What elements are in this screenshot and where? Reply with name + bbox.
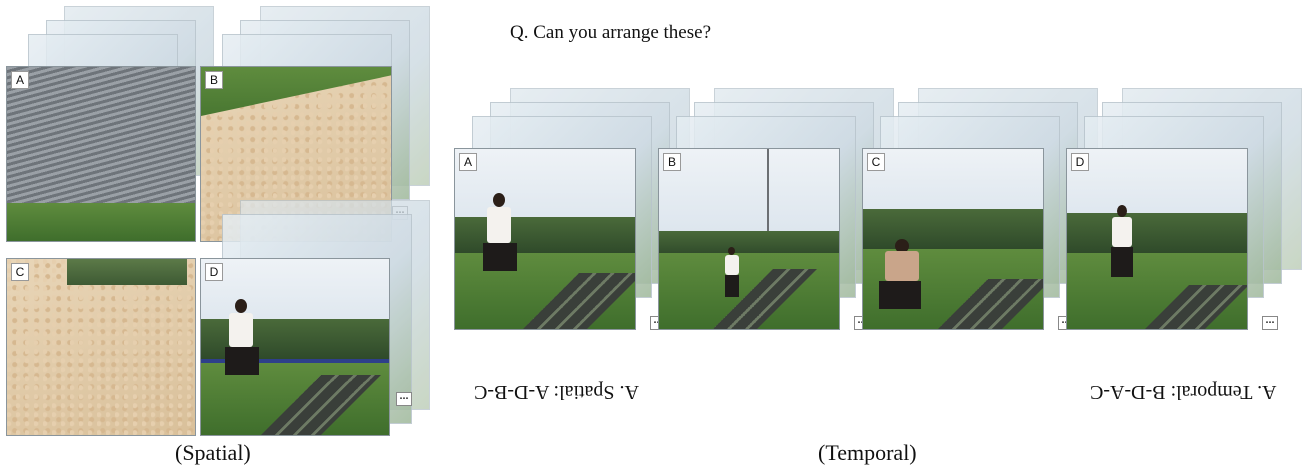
temporal-cube-d: D … <box>1066 88 1306 333</box>
spatial-tile-a: A <box>6 6 216 242</box>
frame-label-c: C <box>867 153 885 171</box>
temporal-cube-c: C … <box>862 88 1102 333</box>
spatial-panel: A B … C <box>0 0 440 470</box>
temporal-frame-c: C <box>862 148 1044 330</box>
spatial-tile-c: C <box>6 238 216 438</box>
spatial-frame-a: A <box>6 66 196 242</box>
temporal-panel: A … B … <box>440 60 1308 470</box>
temporal-frame-a: A <box>454 148 636 330</box>
temporal-answer: A. Temporal: B-D-A-C <box>1090 381 1277 403</box>
frame-label-d: D <box>1071 153 1089 171</box>
spatial-frame-c: C <box>6 258 196 436</box>
spatial-tile-d: D … <box>200 200 436 438</box>
spatial-frame-d: D <box>200 258 390 436</box>
tile-label-b: B <box>205 71 223 89</box>
ellipsis-icon: … <box>1262 316 1278 330</box>
tile-label-a: A <box>11 71 29 89</box>
question-text: Q. Can you arrange these? <box>510 22 712 43</box>
temporal-cube-b: B … <box>658 88 898 333</box>
spatial-caption: (Spatial) <box>175 440 251 465</box>
ellipsis-icon: … <box>396 392 412 406</box>
tile-label-d: D <box>205 263 223 281</box>
spatial-answer: A. Spatial: A-D-B-C <box>474 381 639 403</box>
frame-label-a: A <box>459 153 477 171</box>
temporal-caption: (Temporal) <box>818 440 917 465</box>
temporal-frame-b: B <box>658 148 840 330</box>
frame-label-b: B <box>663 153 681 171</box>
tile-label-c: C <box>11 263 29 281</box>
temporal-frame-d: D <box>1066 148 1248 330</box>
